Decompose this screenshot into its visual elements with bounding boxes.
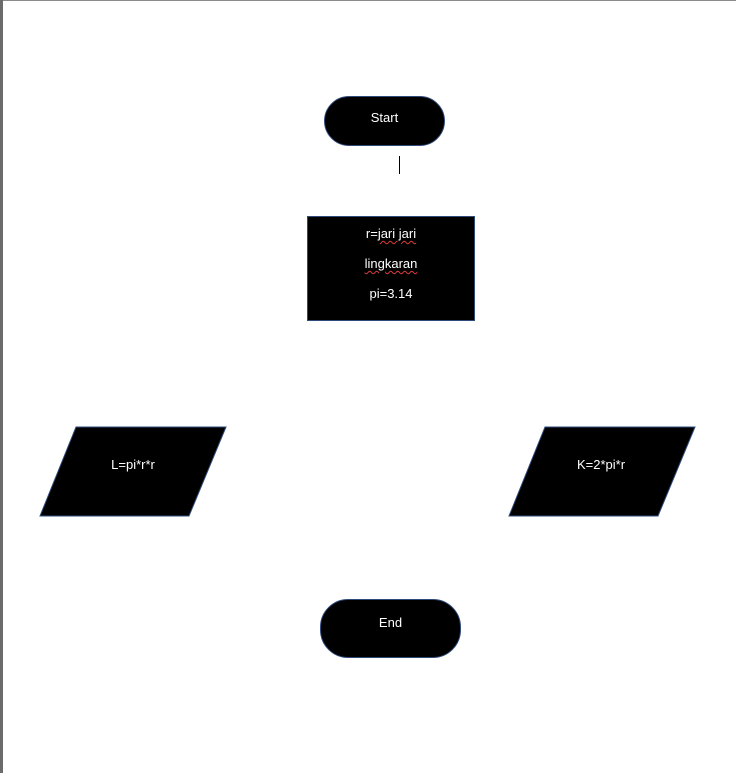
text-cursor — [399, 156, 400, 174]
output-area-parallelogram[interactable] — [38, 426, 228, 518]
process-line-1-prefix: r= — [365, 226, 378, 241]
end-label: End — [378, 615, 403, 630]
process-line-1-text: jari jari — [377, 226, 417, 241]
process-line-1: r=jari jari — [366, 226, 416, 256]
start-terminator[interactable]: Start — [324, 96, 445, 146]
end-terminator[interactable]: End — [320, 599, 461, 658]
output-circumference-parallelogram[interactable] — [507, 426, 697, 518]
page-left-border — [0, 0, 3, 773]
page-top-border — [0, 0, 736, 1]
process-box[interactable]: r=jari jari lingkaran pi=3.14 — [307, 216, 475, 321]
process-line-2: lingkaran — [365, 256, 418, 286]
process-line-2-text: lingkaran — [364, 256, 418, 271]
output-circumference-label: K=2*pi*r — [576, 457, 626, 472]
output-area-label: L=pi*r*r — [111, 457, 155, 472]
start-label: Start — [370, 110, 399, 125]
process-line-3: pi=3.14 — [369, 286, 413, 301]
